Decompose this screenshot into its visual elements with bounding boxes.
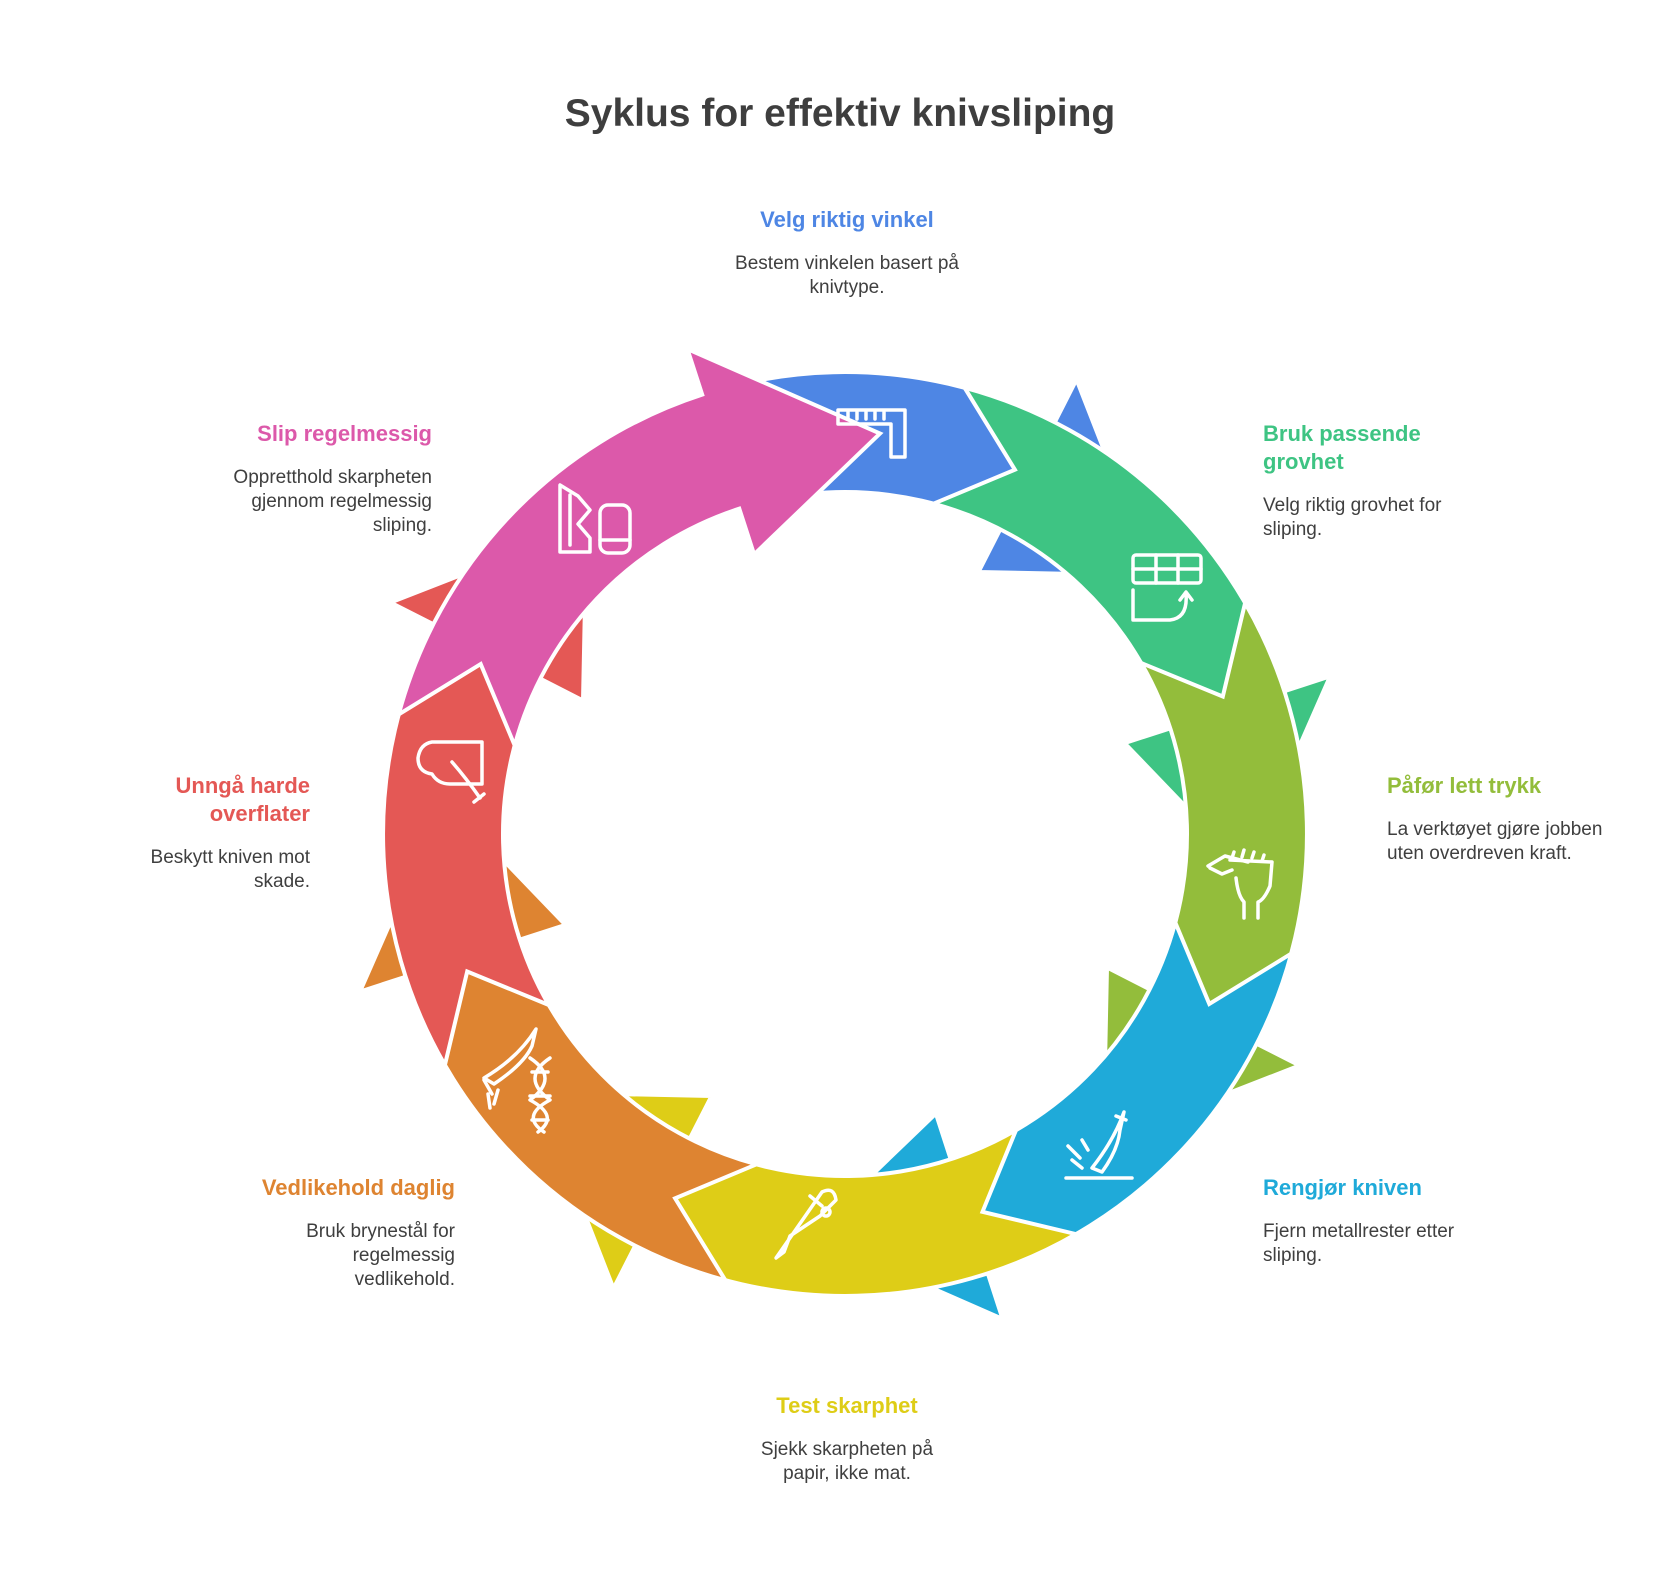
step-3-title: Påfør lett trykk [1387,773,1542,798]
hand-pressure-icon [1206,848,1274,920]
step-1-label: Velg riktig vinkel Bestem vinkelen baser… [707,206,987,300]
step-7-title: Unngå harde overflater [175,773,310,826]
step-4-label: Rengjør kniven Fjern metallrester etter … [1263,1174,1493,1268]
step-6-desc: Bruk brynestål for regelmessig vedlikeho… [306,1221,455,1290]
cutting-board-icon [416,740,486,804]
step-6-title: Vedlikehold daglig [261,1175,455,1200]
step-7-label: Unngå harde overflater Beskytt kniven mo… [110,772,310,894]
sharpening-stone-icon [558,483,632,555]
step-8-desc: Oppretthold skarpheten gjennom regelmess… [233,467,432,536]
step-5-desc: Sjekk skarpheten på papir, ikke mat. [760,1439,934,1484]
step-5-label: Test skarphet Sjekk skarpheten på papir,… [707,1392,987,1486]
page-title: Syklus for effektiv knivsliping [564,92,1116,135]
knife-test-icon [774,1188,838,1260]
step-5-title: Test skarphet [776,1393,918,1418]
ruler-square-icon [836,408,907,459]
step-4-desc: Fjern metallrester etter sliping. [1263,1221,1455,1266]
step-3-desc: La verktøyet gjøre jobben uten overdreve… [1387,819,1603,864]
step-1-desc: Bestem vinkelen basert på knivtype. [735,253,959,298]
step-8-label: Slip regelmessig Oppretthold skarpheten … [212,420,432,538]
step-8-title: Slip regelmessig [257,421,432,446]
step-2-desc: Velg riktig grovhet for sliping. [1263,495,1442,540]
step-7-desc: Beskytt kniven mot skade. [150,847,310,892]
step-2-label: Bruk passende grovhet Velg riktig grovhe… [1263,420,1463,542]
cycle-arrow-8 [395,345,884,752]
step-3-label: Påfør lett trykk La verktøyet gjøre jobb… [1387,772,1617,866]
knife-clean-icon [1064,1110,1134,1180]
grit-grid-icon [1131,553,1203,622]
step-2-title: Bruk passende grovhet [1263,421,1421,474]
step-4-title: Rengjør kniven [1263,1175,1422,1200]
knife-maintain-icon [482,1027,552,1134]
step-6-label: Vedlikehold daglig Bruk brynestål for re… [225,1174,455,1292]
step-1-title: Velg riktig vinkel [760,207,934,232]
